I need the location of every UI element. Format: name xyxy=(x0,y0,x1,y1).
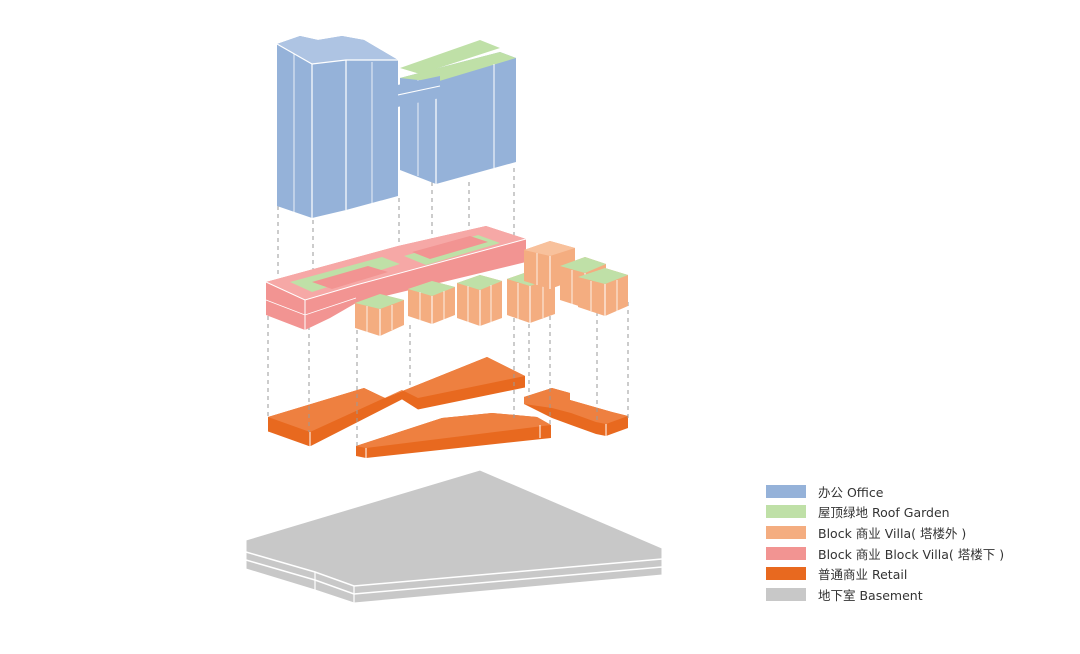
block-villa-outside-tower-layer xyxy=(355,241,628,336)
legend-swatch-block-villa-under xyxy=(766,546,806,560)
legend-item-retail: 普通商业 Retail xyxy=(766,563,1004,584)
legend-label-block-villa-outside: Block 商业 Villa( 塔楼外 ) xyxy=(818,525,967,541)
legend: 办公 Office 屋顶绿地 Roof Garden Block 商业 Vill… xyxy=(766,481,1004,605)
block-villa-under-tower-layer xyxy=(265,226,527,330)
legend-swatch-retail xyxy=(766,567,806,581)
legend-label-block-villa-under: Block 商业 Block Villa( 塔楼下 ) xyxy=(818,546,1005,562)
legend-item-basement: 地下室 Basement xyxy=(766,584,1004,605)
legend-swatch-office xyxy=(766,484,806,498)
legend-label-retail: 普通商业 Retail xyxy=(818,567,908,583)
office-layer xyxy=(276,36,516,218)
legend-item-office: 办公 Office xyxy=(766,481,1004,502)
legend-item-roof-garden: 屋顶绿地 Roof Garden xyxy=(766,502,1004,523)
basement-layer xyxy=(245,469,663,604)
legend-swatch-block-villa-outside xyxy=(766,525,806,539)
legend-label-office: 办公 Office xyxy=(818,484,884,500)
legend-swatch-basement xyxy=(766,587,806,601)
legend-item-block-villa-outside: Block 商业 Villa( 塔楼外 ) xyxy=(766,522,1004,543)
legend-label-roof-garden: 屋顶绿地 Roof Garden xyxy=(818,505,950,521)
legend-item-block-villa-under: Block 商业 Block Villa( 塔楼下 ) xyxy=(766,543,1004,564)
legend-swatch-roof-garden xyxy=(766,505,806,519)
retail-layer xyxy=(267,357,628,458)
projection-lines xyxy=(267,168,629,446)
legend-label-basement: 地下室 Basement xyxy=(818,587,923,603)
